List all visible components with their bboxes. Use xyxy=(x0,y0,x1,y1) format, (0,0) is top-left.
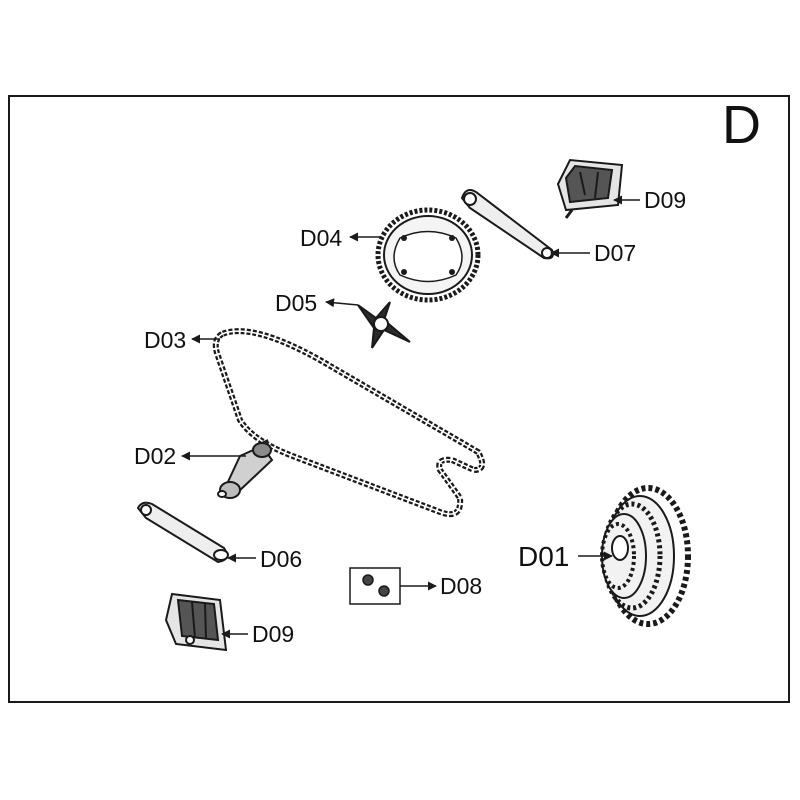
chain xyxy=(212,328,486,518)
leader-d05 xyxy=(325,298,359,308)
diagram-frame xyxy=(8,95,790,703)
label-d09-top: D09 xyxy=(644,187,687,213)
label-d07: D07 xyxy=(594,240,637,266)
label-d06: D06 xyxy=(260,546,303,572)
bottom-bracket xyxy=(217,439,274,499)
label-d04: D04 xyxy=(300,225,343,251)
pedal-top xyxy=(556,158,624,219)
cassette xyxy=(600,485,691,627)
label-d05: D05 xyxy=(275,290,318,316)
chainring-bolts xyxy=(349,567,401,605)
chainring xyxy=(375,207,481,303)
label-d03: D03 xyxy=(144,327,187,353)
label-d08: D08 xyxy=(440,573,483,599)
label-d09-bottom: D09 xyxy=(252,621,295,647)
label-d02: D02 xyxy=(134,443,177,469)
section-letter: D xyxy=(722,95,761,155)
label-d01: D01 xyxy=(518,541,570,572)
pedal-bottom xyxy=(164,592,228,652)
crank-spider xyxy=(357,301,411,349)
crank-arm-left xyxy=(136,501,229,564)
